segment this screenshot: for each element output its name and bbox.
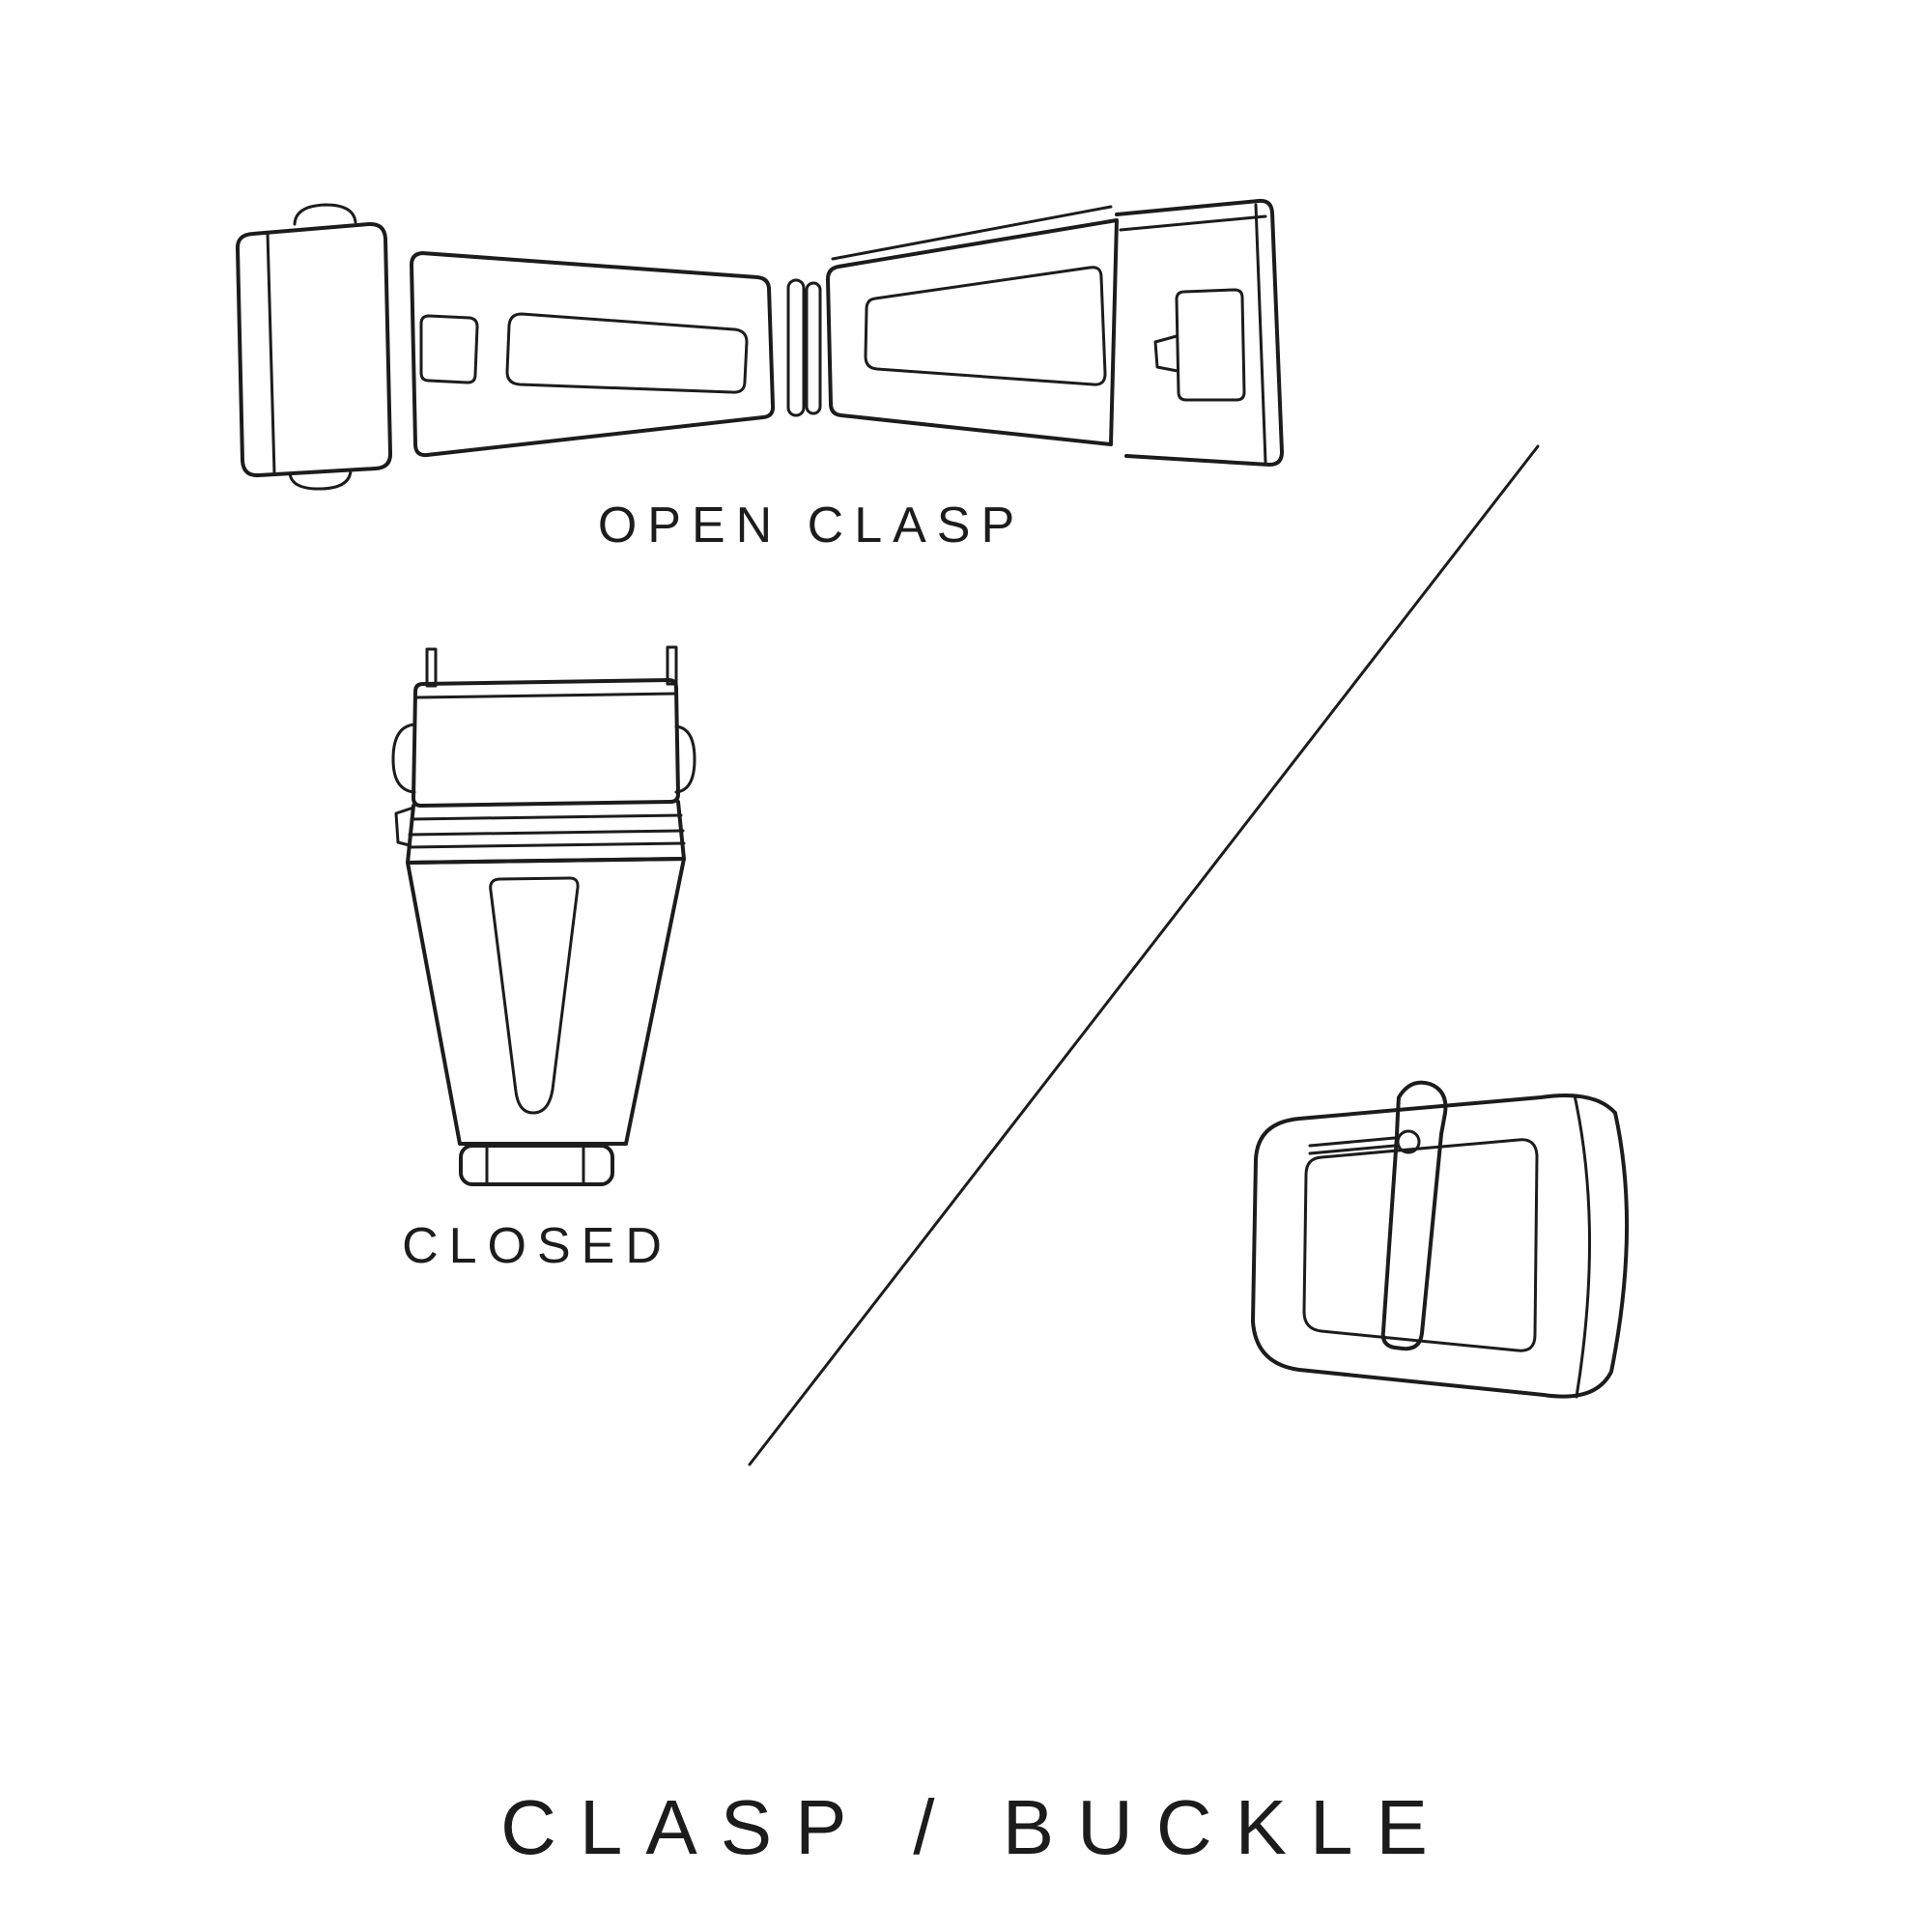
closed-clasp-illustration [391, 645, 696, 1186]
closed-clasp-label: CLOSED [402, 1218, 672, 1274]
open-clasp-label: OPEN CLASP [597, 497, 1026, 554]
open-clasp-illustration [235, 198, 1284, 491]
page-title: CLASP / BUCKLE [500, 1784, 1451, 1870]
diagonal-divider-line [748, 444, 1540, 1466]
tang-buckle-illustration [1251, 1080, 1630, 1399]
